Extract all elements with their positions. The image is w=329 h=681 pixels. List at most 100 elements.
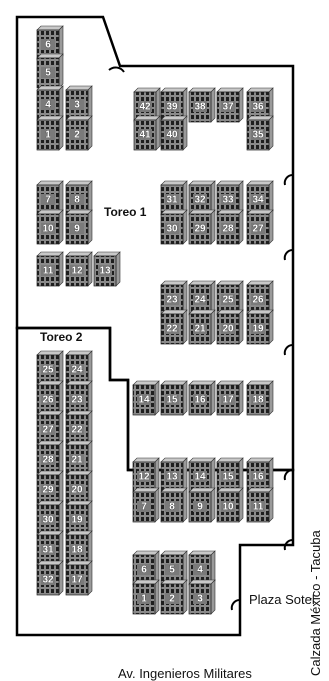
toreo1-building-31[interactable]: 31: [160, 180, 188, 216]
toreo2-building-27[interactable]: 27: [36, 410, 64, 446]
toreo2-building-number: 21: [71, 455, 83, 466]
toreo1-building-11[interactable]: 11: [36, 251, 64, 287]
toreo1-building-1[interactable]: 1: [36, 115, 64, 151]
toreo1-building-17[interactable]: 17: [216, 380, 244, 416]
toreo1-building-14[interactable]: 14: [132, 380, 160, 416]
toreo2-building-14[interactable]: 14: [188, 457, 216, 493]
toreo2-building-21[interactable]: 21: [65, 440, 93, 476]
toreo1-building-number: 5: [45, 68, 51, 79]
toreo1-building-32[interactable]: 32: [188, 180, 216, 216]
toreo1-building-number: 31: [166, 195, 178, 206]
toreo1-building-number: 4: [45, 100, 51, 111]
toreo2-building-25[interactable]: 25: [36, 350, 64, 386]
toreo2-building-16[interactable]: 16: [246, 457, 274, 493]
toreo1-building-5[interactable]: 5: [36, 53, 64, 89]
toreo2-building-1[interactable]: 1: [132, 579, 160, 615]
toreo1-building-4[interactable]: 4: [36, 85, 64, 121]
calzada-street-label: Calzada México - Tacuba: [308, 530, 323, 676]
toreo1-building-21[interactable]: 21: [188, 309, 216, 345]
toreo2-building-32[interactable]: 32: [36, 560, 64, 596]
toreo1-building-9[interactable]: 9: [65, 209, 93, 245]
toreo2-building-number: 10: [222, 502, 234, 513]
toreo2-building-17[interactable]: 17: [65, 560, 93, 596]
toreo2-building-number: 28: [42, 455, 54, 466]
toreo1-building-number: 34: [252, 195, 264, 206]
toreo1-building-15[interactable]: 15: [160, 380, 188, 416]
toreo1-building-42[interactable]: 42: [133, 87, 161, 123]
toreo1-building-20[interactable]: 20: [216, 309, 244, 345]
toreo2-building-19[interactable]: 19: [65, 500, 93, 536]
avenida-street-label: Av. Ingenieros Militares: [118, 666, 252, 681]
toreo1-building-number: 23: [166, 295, 178, 306]
toreo1-building-41[interactable]: 41: [133, 115, 161, 151]
toreo2-building-8[interactable]: 8: [160, 487, 188, 523]
toreo2-building-28[interactable]: 28: [36, 440, 64, 476]
toreo2-building-2[interactable]: 2: [160, 579, 188, 615]
toreo1-building-number: 22: [166, 324, 178, 335]
toreo1-building-8[interactable]: 8: [65, 180, 93, 216]
toreo2-building-number: 5: [169, 565, 175, 576]
toreo1-building-number: 38: [194, 102, 206, 113]
toreo1-building-30[interactable]: 30: [160, 209, 188, 245]
toreo1-building-28[interactable]: 28: [216, 209, 244, 245]
toreo2-building-4[interactable]: 4: [188, 550, 216, 586]
toreo1-building-number: 15: [166, 395, 178, 406]
toreo1-building-2[interactable]: 2: [65, 115, 93, 151]
toreo1-building-39[interactable]: 39: [160, 87, 188, 123]
toreo2-building-29[interactable]: 29: [36, 470, 64, 506]
toreo1-building-13[interactable]: 13: [93, 251, 121, 287]
toreo1-building-29[interactable]: 29: [188, 209, 216, 245]
toreo1-building-24[interactable]: 24: [188, 280, 216, 316]
toreo1-building-number: 40: [166, 130, 178, 141]
toreo2-building-3[interactable]: 3: [188, 579, 216, 615]
toreo1-building-37[interactable]: 37: [216, 87, 244, 123]
toreo2-building-18[interactable]: 18: [65, 530, 93, 566]
toreo1-building-33[interactable]: 33: [216, 180, 244, 216]
toreo2-building-number: 27: [42, 425, 54, 436]
toreo2-building-number: 1: [141, 594, 147, 605]
toreo2-building-9[interactable]: 9: [188, 487, 216, 523]
toreo2-building-15[interactable]: 15: [216, 457, 244, 493]
toreo2-building-22[interactable]: 22: [65, 410, 93, 446]
toreo1-building-16[interactable]: 16: [188, 380, 216, 416]
toreo2-building-number: 25: [42, 365, 54, 376]
toreo1-building-40[interactable]: 40: [160, 115, 188, 151]
toreo2-building-23[interactable]: 23: [65, 380, 93, 416]
toreo1-building-23[interactable]: 23: [160, 280, 188, 316]
toreo2-building-number: 22: [71, 425, 83, 436]
toreo2-building-12[interactable]: 12: [132, 457, 160, 493]
gate-markers: [108, 66, 294, 611]
toreo1-building-12[interactable]: 12: [65, 251, 93, 287]
toreo2-building-number: 2: [169, 594, 175, 605]
toreo2-building-26[interactable]: 26: [36, 380, 64, 416]
toreo2-building-20[interactable]: 20: [65, 470, 93, 506]
toreo1-building-35[interactable]: 35: [246, 115, 274, 151]
toreo1-building-19[interactable]: 19: [246, 309, 274, 345]
toreo2-building-number: 8: [169, 502, 175, 513]
toreo2-building-5[interactable]: 5: [160, 550, 188, 586]
toreo2-building-6[interactable]: 6: [132, 550, 160, 586]
toreo1-building-number: 24: [194, 295, 206, 306]
toreo1-building-36[interactable]: 36: [246, 87, 274, 123]
toreo1-building-number: 29: [194, 224, 206, 235]
toreo2-building-7[interactable]: 7: [132, 487, 160, 523]
toreo1-building-25[interactable]: 25: [216, 280, 244, 316]
toreo2-building-30[interactable]: 30: [36, 500, 64, 536]
toreo1-building-number: 6: [45, 40, 51, 51]
toreo1-building-18[interactable]: 18: [246, 380, 274, 416]
toreo2-building-13[interactable]: 13: [160, 457, 188, 493]
toreo1-building-38[interactable]: 38: [188, 87, 216, 123]
toreo1-building-number: 25: [222, 295, 234, 306]
toreo2-building-24[interactable]: 24: [65, 350, 93, 386]
toreo1-building-26[interactable]: 26: [246, 280, 274, 316]
toreo2-building-number: 4: [197, 565, 203, 576]
toreo1-building-27[interactable]: 27: [246, 209, 274, 245]
toreo2-building-11[interactable]: 11: [246, 487, 274, 523]
toreo2-building-31[interactable]: 31: [36, 530, 64, 566]
toreo1-building-22[interactable]: 22: [160, 309, 188, 345]
toreo2-building-10[interactable]: 10: [216, 487, 244, 523]
toreo1-building-10[interactable]: 10: [36, 209, 64, 245]
toreo1-building-number: 3: [74, 100, 80, 111]
toreo1-building-3[interactable]: 3: [65, 85, 93, 121]
toreo1-label: Toreo 1: [104, 205, 147, 219]
